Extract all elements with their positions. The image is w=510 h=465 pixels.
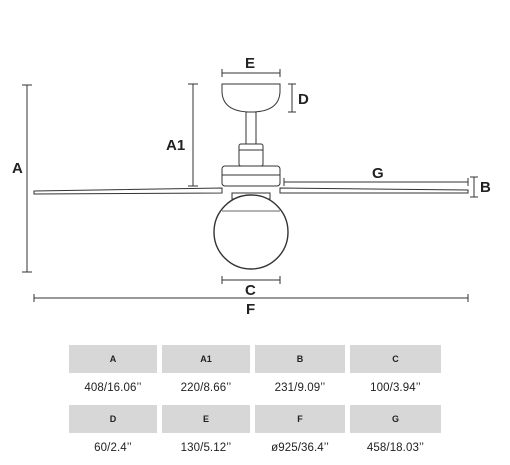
label-d: D: [298, 91, 309, 108]
fan-light-globe: [213, 194, 289, 270]
fan-downrod: [245, 111, 257, 145]
fan-motor-cap: [238, 143, 264, 167]
ceiling-fan: [33, 83, 469, 270]
table-value-cell: 100/3.94’’: [370, 382, 421, 394]
dimension-a: A: [12, 84, 32, 273]
table-header-row: D E F G: [69, 405, 441, 433]
label-b: B: [480, 179, 491, 196]
fan-motor-housing: [221, 165, 281, 187]
label-c: C: [245, 282, 256, 299]
table-header-cell: E: [162, 405, 250, 433]
table-header-cell: A: [69, 345, 157, 373]
table-header-row: A A1 B C: [69, 345, 441, 373]
table-value-cell: ø925/36.4’’: [271, 442, 329, 454]
dimension-g: G: [283, 165, 469, 186]
fan-blade-left: [33, 187, 223, 195]
table-value-cell: 408/16.06’’: [84, 382, 142, 394]
table-value-cell: 220/8.66’’: [180, 382, 232, 394]
table-value-cell: 458/18.03’’: [366, 442, 425, 454]
label-f: F: [246, 301, 255, 318]
fan-canopy: [221, 83, 281, 113]
dimension-b: B: [470, 176, 491, 198]
table-value-cell: 60/2.4’’: [94, 442, 132, 454]
table-header-cell: C: [350, 345, 441, 373]
label-a1: A1: [166, 137, 185, 154]
table-header-cell: A1: [162, 345, 250, 373]
table-header-cell: F: [255, 405, 345, 433]
table-header-cell: B: [255, 345, 345, 373]
table-value-cell: 231/9.09’’: [274, 382, 326, 394]
fan-blade-right: [279, 187, 469, 194]
table-value-row: 60/2.4’’ 130/5.12’’ ø925/36.4’’ 458/18.0…: [69, 437, 441, 459]
label-a: A: [12, 160, 23, 177]
label-g: G: [372, 165, 384, 182]
table-value-row: 408/16.06’’ 220/8.66’’ 231/9.09’’ 100/3.…: [69, 377, 441, 399]
dimension-a1: A1: [166, 83, 198, 187]
table-header-cell: D: [69, 405, 157, 433]
label-e: E: [245, 55, 255, 72]
dimension-c: C: [221, 276, 281, 299]
dimension-d: D: [288, 83, 309, 113]
dimension-e: E: [221, 55, 281, 77]
dimension-f: F: [33, 294, 469, 318]
fan-dimension-diagram: A A1 E D: [12, 55, 491, 318]
table-header-cell: G: [350, 405, 441, 433]
table-value-cell: 130/5.12’’: [180, 442, 232, 454]
